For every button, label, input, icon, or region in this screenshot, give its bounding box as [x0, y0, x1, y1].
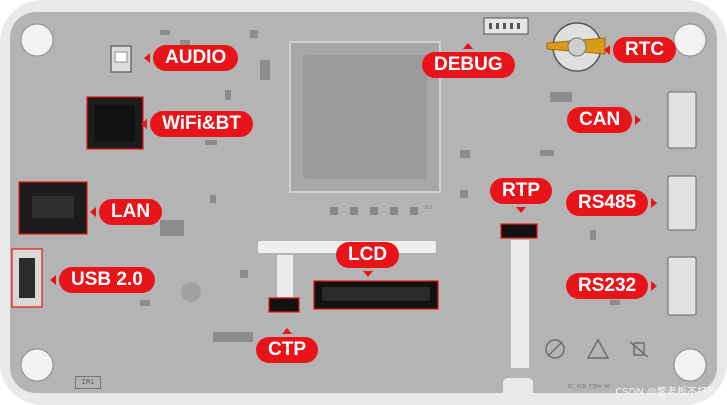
watermark-text: CSDN @鳖老板不打巴	[615, 387, 717, 398]
main-soc-chip	[303, 55, 427, 179]
audio-label: AUDIO	[143, 45, 239, 71]
rtc-label: RTC	[603, 37, 677, 63]
lan-label: LAN	[89, 199, 163, 225]
rs485-label: RS485	[566, 190, 658, 216]
terminal-connectors	[667, 91, 697, 316]
rtp-label: RTP	[490, 178, 552, 213]
memory-chips	[330, 207, 418, 215]
board-notch	[503, 378, 533, 398]
ctp-label: CTP	[256, 328, 318, 363]
lcd-label: LCD	[336, 242, 400, 277]
usb-label: USB 2.0	[50, 267, 155, 293]
can-label: CAN	[567, 107, 642, 133]
ctp-connector	[268, 297, 300, 313]
misc-components	[140, 30, 620, 342]
pcb-code-silkscreen: EC_PCB_T304_V0	[568, 384, 611, 390]
wifi-bt-label: WiFi&BT	[141, 111, 253, 137]
rs232-label: RS232	[566, 273, 658, 299]
board-version-silkscreen: IM1	[75, 376, 101, 389]
rtp-connector	[500, 223, 538, 239]
compliance-marks	[545, 338, 649, 359]
chip-id-silkscreen: U12	[425, 205, 433, 210]
rtp-flex-cable	[511, 240, 529, 368]
mounting-holes	[20, 23, 707, 382]
debug-label: DEBUG	[422, 43, 515, 78]
